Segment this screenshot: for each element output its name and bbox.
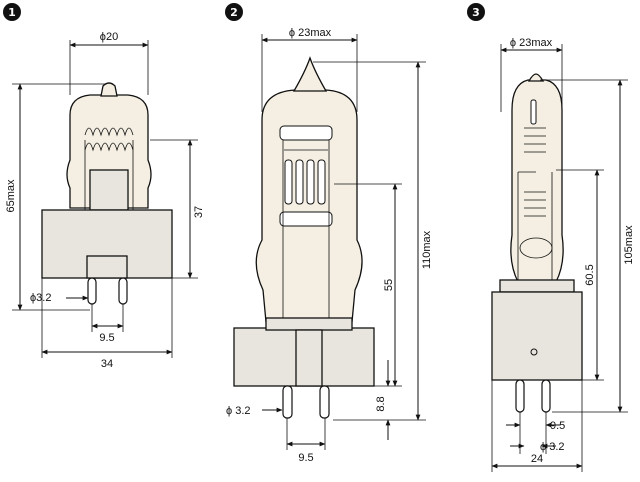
lamp-3-bulb (510, 79, 564, 283)
lamp-2-key (295, 329, 323, 387)
lamp-3-pin-diameter-label: ϕ 3.2 (540, 441, 565, 453)
lamp-1-pin-diameter-label: ϕ3.2 (30, 292, 51, 304)
figure-1-number: 1 (8, 6, 16, 19)
lamp-1-pin-left (87, 277, 97, 305)
lamp-1-pin-right (118, 277, 128, 305)
figure-2-number: 2 (230, 6, 238, 19)
lamp-3-base-width-label: 24 (531, 453, 543, 465)
lamp-3-collar (499, 279, 575, 293)
lamp-3-diameter-label: ϕ 23max (510, 37, 553, 49)
lamp-1-diameter-label: ϕ20 (100, 31, 118, 43)
lamp-2-diameter-label: ϕ 23max (289, 27, 332, 39)
lamp-3-overall-height-label: 105max (623, 225, 635, 265)
lamp-3-base-marker (530, 348, 538, 356)
lamp-3-filament (517, 99, 553, 282)
lamp-2-base-height-label: 8.8 (375, 396, 387, 411)
lamp-2-pin-right (319, 385, 330, 419)
lamp-3-base (491, 291, 583, 381)
lamp-2-pin-spacing-label: 9.5 (298, 452, 313, 464)
lamp-1-tip (100, 82, 118, 97)
figure-1-badge (3, 3, 21, 21)
lamp-2-collar (265, 317, 353, 331)
lamp-3-pin-spacing-label: 9.5 (550, 420, 565, 432)
lamp-2-bulb (255, 89, 363, 323)
lamp-2-height-label: 55 (383, 279, 395, 291)
figure-3-badge (467, 3, 485, 21)
lamp-3-pin-left (515, 379, 525, 413)
lamp-2-drawing: 2 ϕ 23max 110max 55 (225, 3, 433, 464)
lamp-2-filament (284, 149, 328, 205)
figure-3-number: 3 (472, 6, 480, 19)
lamp-2-pin-diameter-label: ϕ 3.2 (226, 405, 251, 417)
lamp-1-overall-height-label: 65max (5, 179, 17, 213)
lamp-1-bulb (66, 94, 152, 209)
figure-2-badge (225, 3, 243, 21)
lamp-2-pin-left (282, 385, 293, 419)
lamp-1-key (86, 255, 128, 279)
lamp-3-height-label: 60.5 (584, 264, 596, 285)
lamp-1-filament (84, 127, 134, 152)
lamp-3-pin-right (541, 379, 551, 413)
lamp-1-drawing: 1 ϕ20 65max 37 ϕ3.2 9.5 (3, 3, 205, 370)
lamp-2-tip (292, 56, 328, 92)
lamp-1-pinch (89, 169, 129, 211)
lamp-1-base-width-label: 34 (101, 358, 113, 370)
lamp-1-pin-spacing-label: 9.5 (99, 332, 114, 344)
lamp-2-overall-height-label: 110max (421, 230, 433, 269)
lamp-3-tip (527, 73, 545, 82)
lamp-3-drawing: 3 ϕ 23max 105max 60.5 (467, 3, 635, 472)
lamp-1-height-label: 37 (193, 206, 205, 218)
